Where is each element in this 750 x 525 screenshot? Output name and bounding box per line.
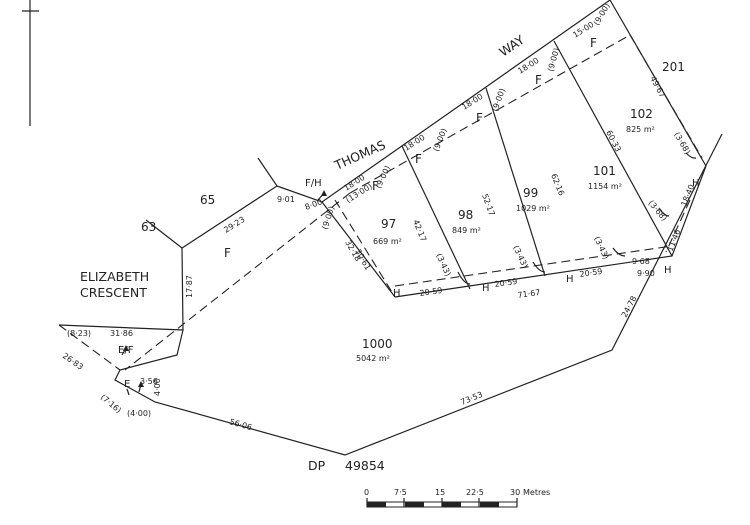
dim-boundary: 24·78 — [620, 294, 639, 318]
lot-1000-label: 1000 — [362, 337, 393, 351]
dim-side: 42·17 — [411, 218, 428, 243]
dim-adjoining: 9·01 — [277, 195, 295, 204]
easement-h-label: H — [393, 288, 401, 299]
dim-easement: (4·00) — [127, 409, 151, 418]
dim-side: 49·67 — [648, 75, 667, 99]
dim-easement: (7·16) — [99, 393, 123, 415]
easement-f-label: F — [224, 246, 231, 260]
easement-ef-label: E/F — [118, 345, 134, 356]
dim-easement: (3·43) — [434, 252, 452, 278]
easement-h-label: H — [566, 274, 574, 285]
easement-h-label: H — [664, 265, 672, 276]
dim-side: 60·33 — [604, 129, 622, 153]
scale-tick-label: 15 — [435, 488, 445, 497]
dim-rear: 9·68 — [632, 257, 650, 266]
lot-98-area: 849 m² — [452, 226, 481, 235]
dim-side: 62·16 — [549, 172, 566, 197]
dim-boundary: 31·86 — [110, 329, 133, 338]
easement-e-label: E — [124, 379, 130, 390]
plan-number: 49854 — [345, 458, 385, 473]
easement-h-label: H — [482, 283, 490, 294]
rear-boundary-lots-97-102 — [394, 165, 707, 298]
lot-99-label: 99 — [523, 186, 538, 200]
dim-rear: 20·59 — [419, 286, 443, 298]
dim-rear: 9·90 — [637, 269, 655, 278]
street-name-thomas: THOMAS — [331, 137, 388, 173]
dim-adjoining: 29·23 — [222, 215, 246, 235]
easement-f-label: F — [590, 36, 597, 50]
dim-easement: (3·43) — [511, 244, 529, 270]
lot-98-label: 98 — [458, 208, 473, 222]
thomas-way-frontage — [276, 0, 611, 203]
street-name-way: WAY — [496, 32, 527, 60]
scale-tick-label: 7·5 — [394, 488, 407, 497]
scale-tick-label: 22·5 — [466, 488, 484, 497]
dim-frontage-easement: (9·00) — [432, 127, 449, 153]
dim-frontage: 8·00 — [304, 197, 324, 212]
plan-prefix: DP — [308, 458, 326, 473]
lot-201-label: 201 — [662, 60, 685, 74]
easement-f-label: F — [476, 111, 483, 125]
dim-frontage-easement: (9·00) — [546, 47, 561, 73]
street-name-elizabeth: ELIZABETH — [80, 269, 149, 284]
dim-boundary: 73·53 — [459, 390, 484, 407]
dim-boundary: 26·83 — [61, 351, 85, 372]
lot-97-area: 669 m² — [373, 237, 402, 246]
lot-101-area: 1154 m² — [588, 182, 622, 191]
lot-1000-area: 5042 m² — [356, 354, 390, 363]
lot-63-label: 63 — [141, 220, 156, 234]
dim-rear: 20·59 — [494, 277, 518, 289]
easement-fh-label: F/H — [305, 178, 322, 189]
dim-frontage-easement: (9·00) — [592, 2, 612, 27]
dim-frontage-easement: (9·00) — [374, 164, 393, 190]
street-name-crescent: CRESCENT — [80, 285, 147, 300]
easement-h-label: H — [692, 178, 700, 189]
dim-frontage: 18·00 — [402, 133, 426, 153]
dim-frontage-easement: (9·00) — [490, 87, 507, 113]
dim-easement: (3·68) — [646, 199, 668, 223]
dim-rear: 18·40 — [680, 183, 697, 208]
dim-easement: (3·68) — [672, 131, 692, 156]
north-arrow-icon — [22, 0, 39, 126]
dim-boundary: 3·56 — [140, 377, 158, 386]
pointer-arrows — [121, 152, 697, 396]
lot-1000-boundary — [58, 133, 723, 456]
lot-101-label: 101 — [593, 164, 616, 178]
dim-rear: 71·67 — [517, 288, 541, 300]
lot-side-boundaries — [321, 0, 707, 298]
easement-f-label: F — [372, 179, 379, 193]
dim-frontage: 18·00 — [460, 92, 484, 112]
dim-boundary: 4·00 — [153, 378, 162, 396]
lot-99-area: 1029 m² — [516, 204, 550, 213]
dim-boundary: 56·06 — [228, 417, 252, 432]
dim-side: 52·17 — [480, 193, 496, 218]
scale-unit-label: Metres — [523, 488, 550, 497]
lot-65-label: 65 — [200, 193, 215, 207]
adjoining-boundaries — [145, 157, 278, 331]
lot-97-label: 97 — [381, 217, 396, 231]
scale-bar — [366, 498, 518, 508]
dim-rear: 20·59 — [579, 267, 603, 279]
easement-lines — [58, 34, 703, 371]
scale-tick-label: 30 — [510, 488, 520, 497]
lot-102-area: 825 m² — [626, 125, 655, 134]
easement-f-label: F — [415, 152, 422, 166]
scale-tick-label: 0 — [364, 488, 369, 497]
dim-easement: (8·23) — [67, 329, 91, 338]
lot-102-label: 102 — [630, 107, 653, 121]
dim-adjoining: 17·87 — [185, 275, 194, 298]
easement-f-label: F — [535, 73, 542, 87]
